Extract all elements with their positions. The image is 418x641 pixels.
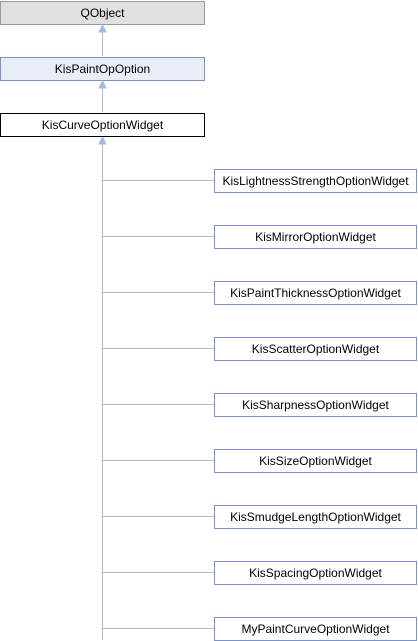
node-label: KisSpacingOptionWidget bbox=[249, 566, 382, 580]
node-kis-size-option-widget[interactable]: KisSizeOptionWidget bbox=[214, 449, 417, 473]
node-label: KisSizeOptionWidget bbox=[259, 454, 372, 468]
node-label: KisLightnessStrengthOptionWidget bbox=[222, 174, 409, 188]
arrowhead-paintop bbox=[98, 79, 107, 89]
node-kis-lightness-strength-option-widget[interactable]: KisLightnessStrengthOptionWidget bbox=[214, 169, 417, 193]
node-kis-curve-option-widget-label: KisCurveOptionWidget bbox=[41, 118, 164, 132]
node-label: KisSmudgeLengthOptionWidget bbox=[230, 510, 401, 524]
node-qobject[interactable]: QObject bbox=[0, 1, 205, 25]
node-label: KisSharpnessOptionWidget bbox=[242, 398, 389, 412]
node-kis-paint-op-option-label: KisPaintOpOption bbox=[54, 62, 151, 76]
node-kis-smudge-length-option-widget[interactable]: KisSmudgeLengthOptionWidget bbox=[214, 505, 417, 529]
node-kis-paint-thickness-option-widget[interactable]: KisPaintThicknessOptionWidget bbox=[214, 281, 417, 305]
node-kis-mirror-option-widget[interactable]: KisMirrorOptionWidget bbox=[214, 225, 417, 249]
node-kis-curve-option-widget: KisCurveOptionWidget bbox=[0, 113, 205, 137]
node-kis-spacing-option-widget[interactable]: KisSpacingOptionWidget bbox=[214, 561, 417, 585]
node-qobject-label: QObject bbox=[80, 6, 125, 20]
node-label: KisPaintThicknessOptionWidget bbox=[230, 286, 401, 300]
node-label: KisMirrorOptionWidget bbox=[255, 230, 376, 244]
node-kis-sharpness-option-widget[interactable]: KisSharpnessOptionWidget bbox=[214, 393, 417, 417]
node-label: KisScatterOptionWidget bbox=[251, 342, 380, 356]
node-kis-scatter-option-widget[interactable]: KisScatterOptionWidget bbox=[214, 337, 417, 361]
node-label: MyPaintCurveOptionWidget bbox=[241, 622, 390, 636]
node-my-paint-curve-option-widget[interactable]: MyPaintCurveOptionWidget bbox=[214, 617, 417, 641]
arrowhead-qobject bbox=[98, 23, 107, 33]
arrowhead-curve bbox=[98, 135, 107, 145]
node-kis-paint-op-option[interactable]: KisPaintOpOption bbox=[0, 57, 205, 81]
